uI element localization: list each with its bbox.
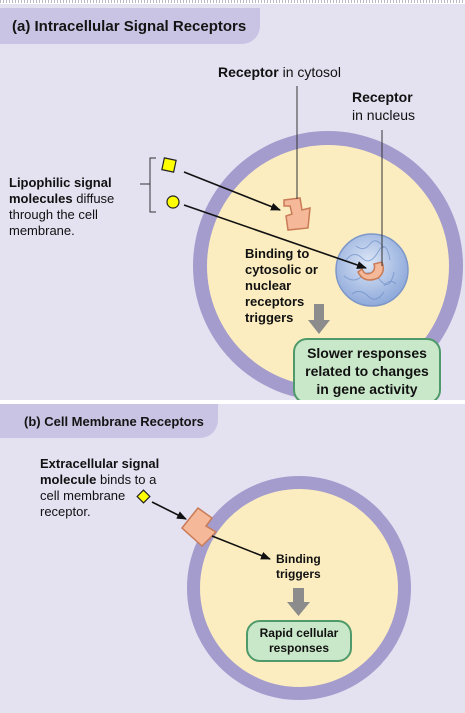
top-border-dots [0, 0, 465, 3]
arrow-to-membrane-receptor [151, 501, 187, 520]
arrow-to-binding [211, 535, 271, 560]
panel-a-illustration [140, 86, 463, 400]
rapid-responses-box: Rapid cellular responses [246, 620, 352, 662]
gray-arrow-a [308, 304, 330, 334]
panel-b-illustration [136, 476, 411, 700]
ligand-square [161, 157, 177, 173]
nuclear-receptor [357, 261, 385, 281]
molecule-bracket [149, 157, 156, 213]
panel-a-title: (a) Intracellular Signal Receptors [0, 8, 261, 44]
receptor-nucleus-label: Receptor in nucleus [352, 89, 416, 123]
ligand-circle [166, 195, 180, 209]
arrow-to-cytosolic-receptor [183, 171, 281, 211]
membrane-receptor [180, 506, 218, 548]
nucleus [335, 233, 409, 307]
panel-b-title: (b) Cell Membrane Receptors [0, 404, 218, 438]
receptor-cytosol-label: Receptor in cytosol [218, 64, 341, 80]
cytosolic-receptor [283, 197, 311, 231]
lipophilic-label: Lipophilic signal molecules diffuse thro… [9, 175, 115, 238]
panel-cell-membrane: (b) Cell Membrane Receptors Extracellula… [0, 404, 465, 713]
arrow-to-nuclear-receptor [183, 204, 367, 269]
panel-intracellular: (a) Intracellular Signal Receptors Recep… [0, 4, 465, 400]
binding-label-a: Binding to cytosolic or nuclear receptor… [245, 246, 318, 325]
gray-arrow-b [287, 588, 310, 616]
extracellular-label: Extracellular signal molecule binds to a… [40, 456, 160, 519]
slower-responses-box: Slower responses related to changes in g… [293, 338, 441, 400]
ligand-square-b [136, 489, 151, 504]
binding-label-b: Binding triggers [276, 552, 321, 581]
